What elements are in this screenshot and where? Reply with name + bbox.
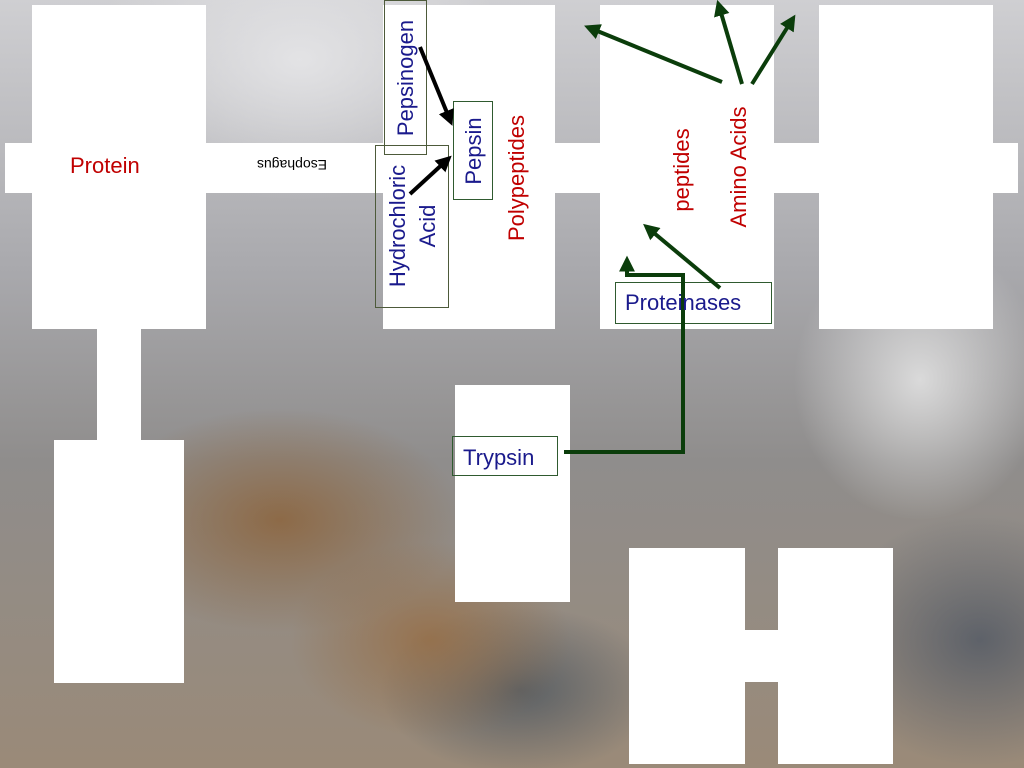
panel-stomach bbox=[383, 5, 555, 329]
amino-acids-label: Amino Acids bbox=[726, 106, 751, 228]
polypeptides-label: Polypeptides bbox=[504, 115, 529, 241]
acid-to-pepsin-arrow bbox=[408, 155, 452, 196]
trypsin-box bbox=[452, 436, 558, 476]
amino-acids-arrow-left bbox=[584, 24, 723, 84]
panel-lower-left bbox=[54, 440, 184, 683]
hydrochloric-label: Hydrochloric bbox=[385, 164, 410, 288]
panel-large-intestine bbox=[819, 5, 993, 329]
pepsinogen-label: Pepsinogen bbox=[393, 19, 418, 137]
proteinases-label: Proteinases bbox=[625, 290, 742, 315]
panel-lower-right-b bbox=[778, 548, 893, 764]
acid-label: Acid bbox=[415, 204, 440, 248]
protein-label: Protein bbox=[70, 153, 140, 178]
trypsin-path-arrow bbox=[564, 255, 685, 454]
peptides-label: peptides bbox=[669, 128, 694, 212]
panel-lower-right-connector bbox=[745, 630, 780, 682]
pepsinogen-box bbox=[384, 0, 427, 155]
neck-connector bbox=[97, 329, 141, 441]
esophagus-label: Esophagus bbox=[256, 157, 328, 173]
proteinases-arrow bbox=[643, 223, 722, 290]
pepsin-box bbox=[453, 101, 493, 200]
pepsinogen-to-pepsin-arrow bbox=[418, 46, 454, 126]
proteinases-box bbox=[615, 282, 772, 324]
panel-mouth bbox=[32, 5, 206, 329]
pepsin-label: Pepsin bbox=[461, 117, 486, 185]
trypsin-label: Trypsin bbox=[463, 445, 535, 470]
amino-acids-arrow-up bbox=[714, 0, 744, 85]
amino-acids-arrow-right bbox=[750, 14, 796, 86]
hydrochloric-acid-box bbox=[375, 145, 449, 308]
panel-lower-right-a bbox=[629, 548, 745, 764]
panel-pancreas bbox=[455, 385, 570, 602]
